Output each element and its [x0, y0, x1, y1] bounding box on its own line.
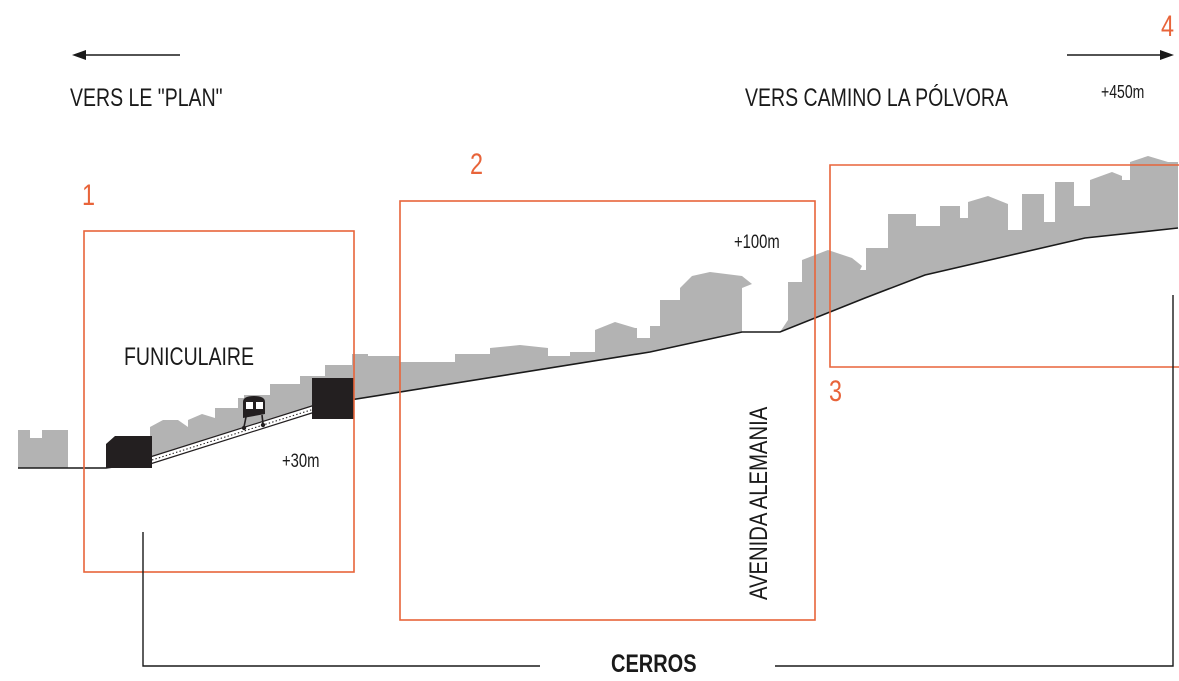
elevation-100-label: +100m [734, 232, 780, 253]
zone-1-frame [83, 230, 355, 573]
cerros-bracket-left [142, 532, 540, 667]
zone-1-number: 1 [82, 179, 96, 212]
zone-4-number: 4 [1161, 10, 1175, 43]
building-silhouettes [18, 156, 1178, 468]
left-direction-label: VERS LE "PLAN" [70, 84, 223, 112]
elevation-450-label: +450m [1101, 82, 1145, 102]
upper-station [312, 378, 354, 419]
left-arrow-icon [72, 50, 180, 60]
right-direction-label: VERS CAMINO LA PÓLVORA [745, 84, 1008, 112]
zone-2-frame [399, 200, 816, 621]
funicular-car-icon [241, 396, 266, 431]
cerros-bracket-right [775, 295, 1174, 667]
elevation-30-label: +30m [282, 451, 320, 472]
right-arrow-icon [1067, 50, 1174, 60]
zone-2-number: 2 [470, 148, 484, 181]
funicular-label: FUNICULAIRE [124, 343, 255, 371]
zone-3-number: 3 [829, 375, 843, 408]
lower-station [106, 436, 152, 468]
funicular-track-ties [151, 408, 315, 461]
cerros-label: CERROS [611, 650, 697, 678]
zone-3-frame [829, 164, 1179, 368]
street-label: AVENIDA ALEMANIA [745, 406, 773, 600]
